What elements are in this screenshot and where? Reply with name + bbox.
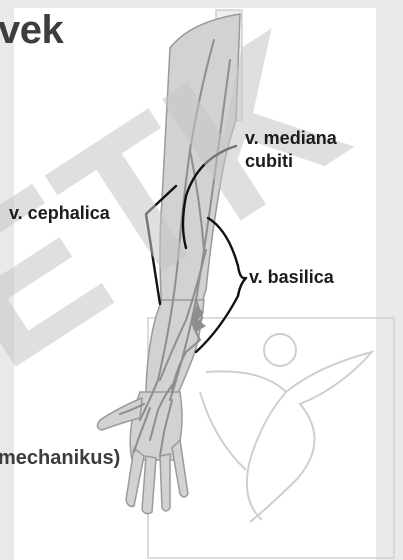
page-subheading: mechanikus)	[0, 446, 120, 470]
label-mediana-cubiti-line2: cubiti	[245, 151, 293, 172]
page-heading: vek	[0, 8, 63, 52]
label-mediana-cubiti-line1: v. mediana	[245, 128, 337, 149]
logo-figure	[200, 334, 372, 522]
label-basilica: v. basilica	[249, 267, 334, 288]
label-cephalica: v. cephalica	[9, 203, 110, 224]
